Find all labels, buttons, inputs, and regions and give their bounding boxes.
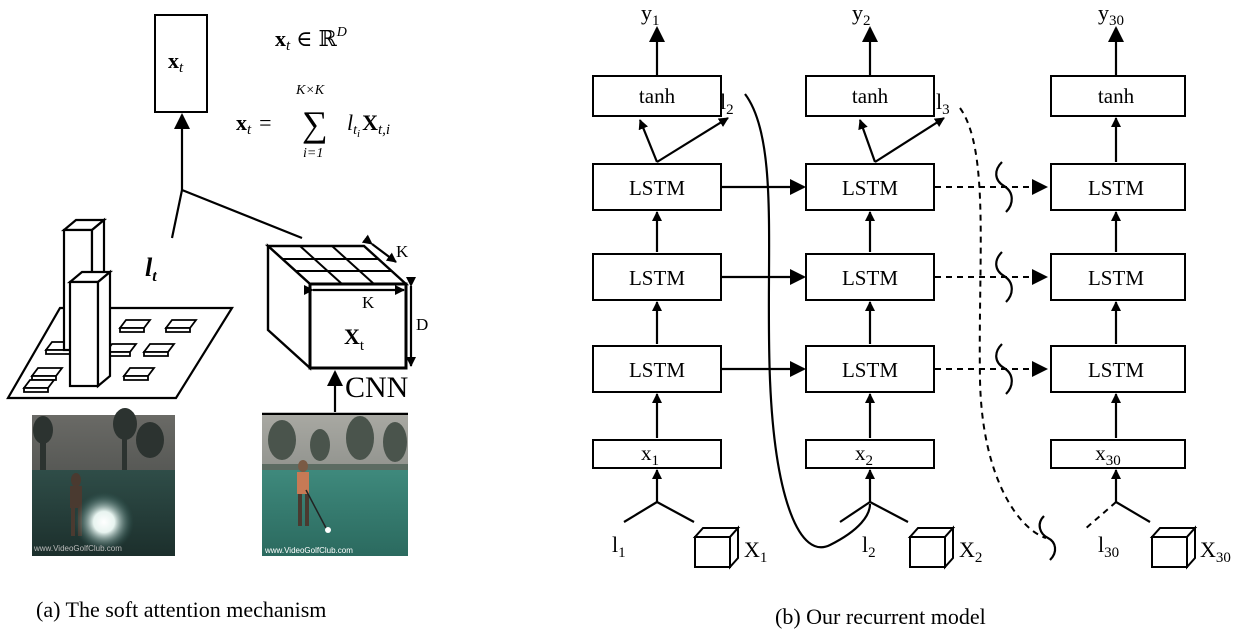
cube-icon-1 (692, 525, 741, 570)
input-box-1 (592, 439, 722, 469)
svg-text:∑: ∑ (302, 104, 328, 144)
lstm-box-30-1 (1050, 345, 1186, 393)
lstm-box-1-2 (592, 253, 722, 301)
watermark-right: www.VideoGolfClub.com (264, 546, 353, 555)
lstm-label-2-3: LSTM (842, 176, 898, 200)
column-2: y2 tanh LSTM LSTM LSTM x2 l2 (805, 0, 982, 570)
lstm-label-30-2: LSTM (1088, 266, 1144, 290)
cube-label-d: D (416, 315, 428, 334)
lstm-label-1-2: LSTM (629, 266, 685, 290)
caption-left: (a) The soft attention mechanism (36, 597, 326, 622)
svg-text:ltiXt,i: ltiXt,i (347, 110, 390, 140)
tanh-box-1 (592, 75, 722, 117)
raw-frame: www.VideoGolfClub.com (262, 415, 408, 556)
tanh-label-2: tanh (852, 84, 889, 108)
feature-vector-label: xt (168, 48, 184, 76)
lstm-label-2-1: LSTM (842, 358, 898, 382)
lstm-box-2-1 (805, 345, 935, 393)
location-label-2: l2 (862, 532, 876, 561)
left-panel: xt xt∈ℝD xt= K×K ∑ i=1 ltiXt,i lt (6, 14, 428, 622)
attention-frame: www.VideoGolfClub.com (32, 408, 175, 556)
caption-right: (b) Our recurrent model (775, 604, 986, 629)
frame-label-30: X30 (1200, 537, 1231, 566)
break-mark-l30 (1038, 515, 1057, 561)
output-label-1: y1 (641, 0, 660, 29)
watermark-left: www.VideoGolfClub.com (33, 544, 122, 553)
frame-label-1: X1 (744, 537, 767, 566)
cnn-label: CNN (345, 371, 408, 404)
lstm-label-30-1: LSTM (1088, 358, 1144, 382)
lstm-label-2-2: LSTM (842, 266, 898, 290)
tanh-label-1: tanh (639, 84, 676, 108)
equation-sum: xt= K×K ∑ i=1 ltiXt,i (236, 83, 390, 161)
right-panel: y1 tanh LSTM LSTM LSTM x1 l1 (592, 0, 1231, 629)
lstm-box-2-3 (805, 163, 935, 211)
svg-text:K×K: K×K (295, 83, 325, 98)
input-box-30 (1050, 439, 1186, 469)
equation-domain: xt∈ℝD (275, 25, 347, 54)
location-feedback-3 (959, 107, 1047, 539)
output-label-2: y2 (852, 0, 871, 29)
location-label-30: l30 (1098, 532, 1119, 561)
cube-label-k-front: K (362, 293, 375, 312)
cube-icon-2 (907, 525, 956, 570)
svg-text:xt=: xt= (236, 110, 272, 138)
location-out-label-2: l2 (720, 89, 734, 118)
column-1: y1 tanh LSTM LSTM LSTM x1 l1 (592, 0, 767, 570)
feature-cube: K K D Xt (264, 234, 428, 371)
branch-right (181, 188, 303, 240)
input-label-30: x30 (1095, 441, 1121, 469)
branch-left (170, 189, 184, 239)
tanh-box-2 (805, 75, 935, 117)
lstm-label-1-1: LSTM (629, 358, 685, 382)
attention-label: lt (145, 253, 157, 285)
lstm-box-2-2 (805, 253, 935, 301)
lstm-box-1-1 (592, 345, 722, 393)
cube-icon-30 (1149, 525, 1198, 570)
location-out-label-3: l3 (936, 89, 950, 118)
recurrent-arrows-dashed (935, 161, 1048, 395)
column-30: y30 tanh LSTM LSTM LSTM x30 l30 (1050, 0, 1231, 570)
tanh-box-30 (1050, 75, 1186, 117)
cube-label-x: Xt (344, 324, 365, 354)
lstm-box-30-3 (1050, 163, 1186, 211)
input-box-2 (805, 439, 935, 469)
attention-map (6, 217, 234, 400)
input-label-1: x1 (641, 441, 659, 469)
frame-label-2: X2 (959, 537, 982, 566)
tanh-label-30: tanh (1098, 84, 1135, 108)
cube-label-k-top: K (396, 242, 409, 261)
input-label-2: x2 (855, 441, 873, 469)
location-feedback-2 (744, 93, 872, 549)
svg-text:i=1: i=1 (303, 146, 323, 161)
recurrent-arrows-solid (722, 179, 806, 377)
lstm-box-30-2 (1050, 253, 1186, 301)
lstm-label-30-3: LSTM (1088, 176, 1144, 200)
feature-vector-box (154, 14, 208, 113)
location-label-1: l1 (612, 532, 626, 561)
output-label-30: y30 (1098, 0, 1124, 29)
lstm-box-1-3 (592, 163, 722, 211)
lstm-label-1-3: LSTM (629, 176, 685, 200)
